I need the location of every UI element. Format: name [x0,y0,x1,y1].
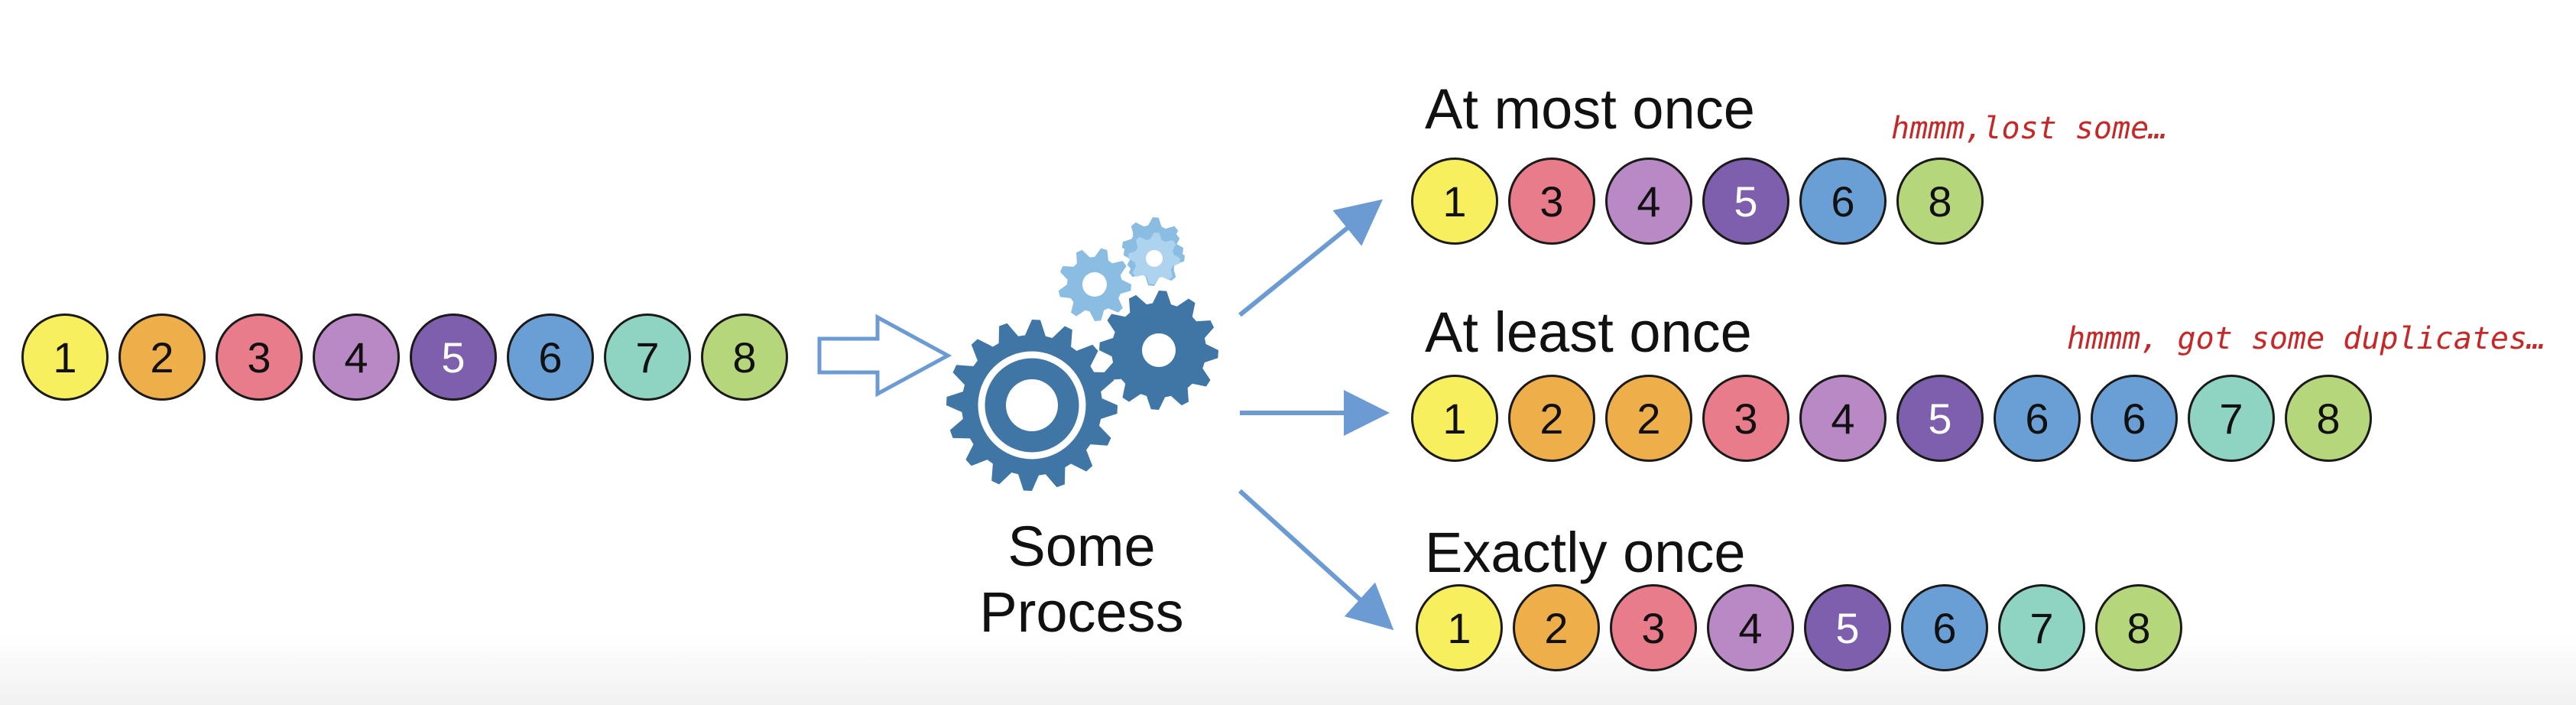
input-ball: 3 [216,314,303,401]
input-arrow [817,314,952,398]
at-least-once-ball: 6 [2091,375,2178,462]
gears-icon [946,217,1218,491]
heading-at-most-once: At most once [1425,77,1755,141]
at-most-once-ball: 5 [1702,158,1789,245]
at-least-once-ball: 1 [1411,375,1498,462]
at-most-once-ball: 8 [1896,158,1984,245]
at-most-once-ball: 4 [1605,158,1692,245]
at-least-once-ball: 3 [1702,375,1789,462]
process-label-line1: Some [1007,515,1156,578]
exactly-once-ball: 4 [1707,584,1794,671]
process-label: Some Process [921,514,1242,645]
gear-hole [1006,379,1058,431]
arrow-exactly-once [1238,489,1394,631]
arrow-at-most-once [1238,199,1383,317]
exactly-once-ball: 7 [1998,584,2085,671]
gear-ring [978,351,1086,460]
note-lost-some: hmmm,lost some… [1891,111,2168,146]
input-ball: 6 [507,314,594,401]
input-ball: 1 [21,314,109,401]
input-ball: 7 [604,314,691,401]
note-duplicates: hmmm, got some duplicates… [2067,321,2546,356]
at-least-once-ball: 8 [2285,375,2372,462]
exactly-once-ball: 6 [1901,584,1988,671]
exactly-once-ball: 1 [1416,584,1503,671]
at-least-once-ball: 2 [1605,375,1692,462]
input-ball: 5 [410,314,497,401]
process-label-line2: Process [979,580,1184,644]
exactly-once-ball: 8 [2095,584,2182,671]
at-most-once-ball: 6 [1799,158,1887,245]
heading-at-least-once: At least once [1425,301,1752,364]
at-least-once-ball: 4 [1799,375,1887,462]
exactly-once-ball: 5 [1804,584,1891,671]
at-most-once-ball: 3 [1508,158,1595,245]
at-least-once-ball: 6 [1994,375,2081,462]
at-least-once-ball: 2 [1508,375,1595,462]
heading-exactly-once: Exactly once [1425,521,1746,584]
gear-hole [1142,333,1176,367]
input-ball: 4 [313,314,400,401]
gear-hole [1146,250,1163,267]
gear-hole [1082,272,1107,297]
input-ball: 2 [118,314,206,401]
at-least-once-ball: 7 [2188,375,2275,462]
at-most-once-ball: 1 [1411,158,1498,245]
at-least-once-ball: 5 [1896,375,1984,462]
exactly-once-ball: 2 [1513,584,1600,671]
input-ball: 8 [701,314,788,401]
exactly-once-ball: 3 [1610,584,1697,671]
